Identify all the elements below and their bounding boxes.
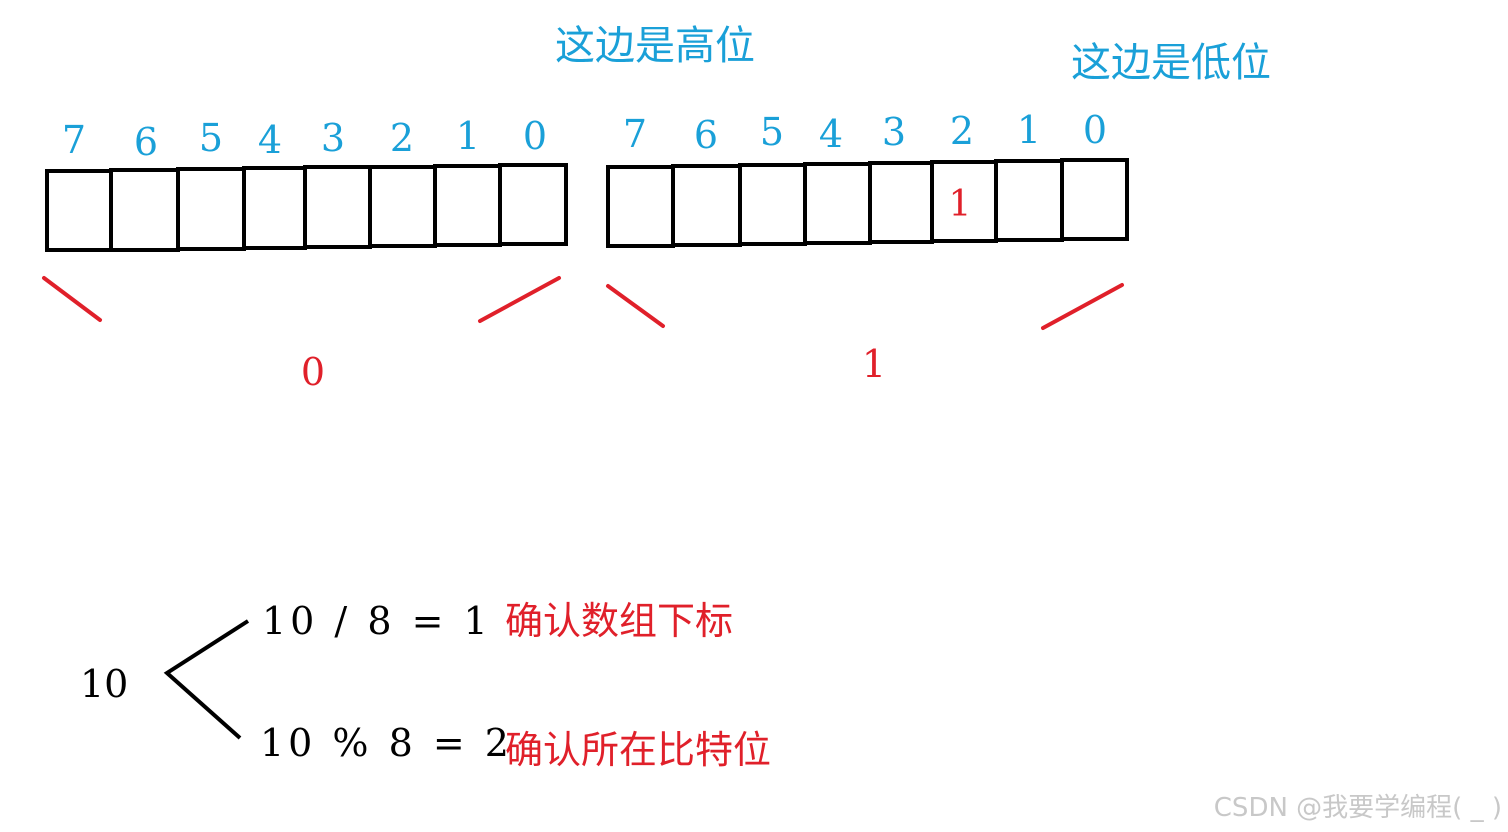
bit-cell: [109, 168, 180, 252]
bit-index: 2: [390, 116, 414, 160]
division-expression: 10 / 8 = 1: [262, 599, 492, 643]
byte-1-bit-index-row: 7 6 5 4 3 2 1 0: [623, 108, 1107, 157]
modulo-note: 确认所在比特位: [505, 728, 771, 772]
bit-cell: [1060, 158, 1129, 241]
bit-cell: [303, 165, 372, 249]
bit-cell: [803, 162, 872, 245]
bit-cell: [606, 165, 675, 248]
bit-index: 0: [523, 114, 547, 158]
bit-cell: [45, 169, 113, 252]
byte-0: 7 6 5 4 3 2 1 0 0: [42, 114, 568, 394]
bit-index: 6: [134, 120, 158, 164]
bit-index: 5: [199, 116, 223, 160]
bit-index: 0: [1083, 108, 1107, 152]
byte-1-index-label: 1: [862, 342, 886, 386]
high-bits-label: 这边是高位: [555, 23, 755, 69]
division-note: 确认数组下标: [505, 599, 733, 643]
watermark: CSDN @我要学编程( _ ): [1213, 793, 1502, 823]
byte-1-cells: [606, 158, 1129, 248]
bit-index: 4: [258, 118, 282, 162]
bit-cell: [671, 164, 742, 247]
byte-0-cells: [45, 163, 568, 252]
bit-cell: [242, 166, 307, 250]
bit-index: 1: [456, 114, 480, 158]
bit-cell: [433, 164, 502, 247]
byte-1-bracket-right: [1041, 283, 1124, 330]
byte-0-index-label: 0: [301, 350, 325, 394]
bit-index: 6: [694, 113, 718, 157]
branch-lines: [163, 619, 250, 740]
byte-0-bracket-right: [478, 276, 561, 323]
bit-index: 4: [819, 112, 843, 156]
bit-cell: [498, 163, 568, 246]
bit-cell: [368, 165, 437, 248]
bit-cell: [738, 163, 807, 246]
low-bits-label: 这边是低位: [1071, 40, 1271, 86]
byte-0-bracket-left: [42, 276, 102, 322]
modulo-expression: 10 % 8 = 2: [260, 721, 513, 765]
bit-index: 3: [882, 110, 906, 154]
byte-1-bracket-left: [606, 284, 665, 328]
byte-0-bit-index-row: 7 6 5 4 3 2 1 0: [62, 114, 547, 164]
bit-cell: [176, 167, 246, 251]
set-bit-value: 1: [949, 184, 972, 225]
bit-index: 2: [950, 109, 974, 153]
bit-cell: [994, 159, 1064, 242]
calculation: 10 10 / 8 = 1 确认数组下标 10 % 8 = 2 确认所在比特位: [80, 599, 771, 772]
bit-index: 7: [62, 118, 86, 162]
bit-index: 3: [321, 116, 345, 160]
bit-index: 7: [623, 112, 647, 156]
bit-cell: [868, 161, 934, 244]
bit-index: 5: [760, 110, 784, 154]
number-label: 10: [80, 662, 128, 706]
bit-index: 1: [1017, 108, 1041, 152]
byte-1: 7 6 5 4 3 2 1 0 1 1: [606, 108, 1129, 386]
